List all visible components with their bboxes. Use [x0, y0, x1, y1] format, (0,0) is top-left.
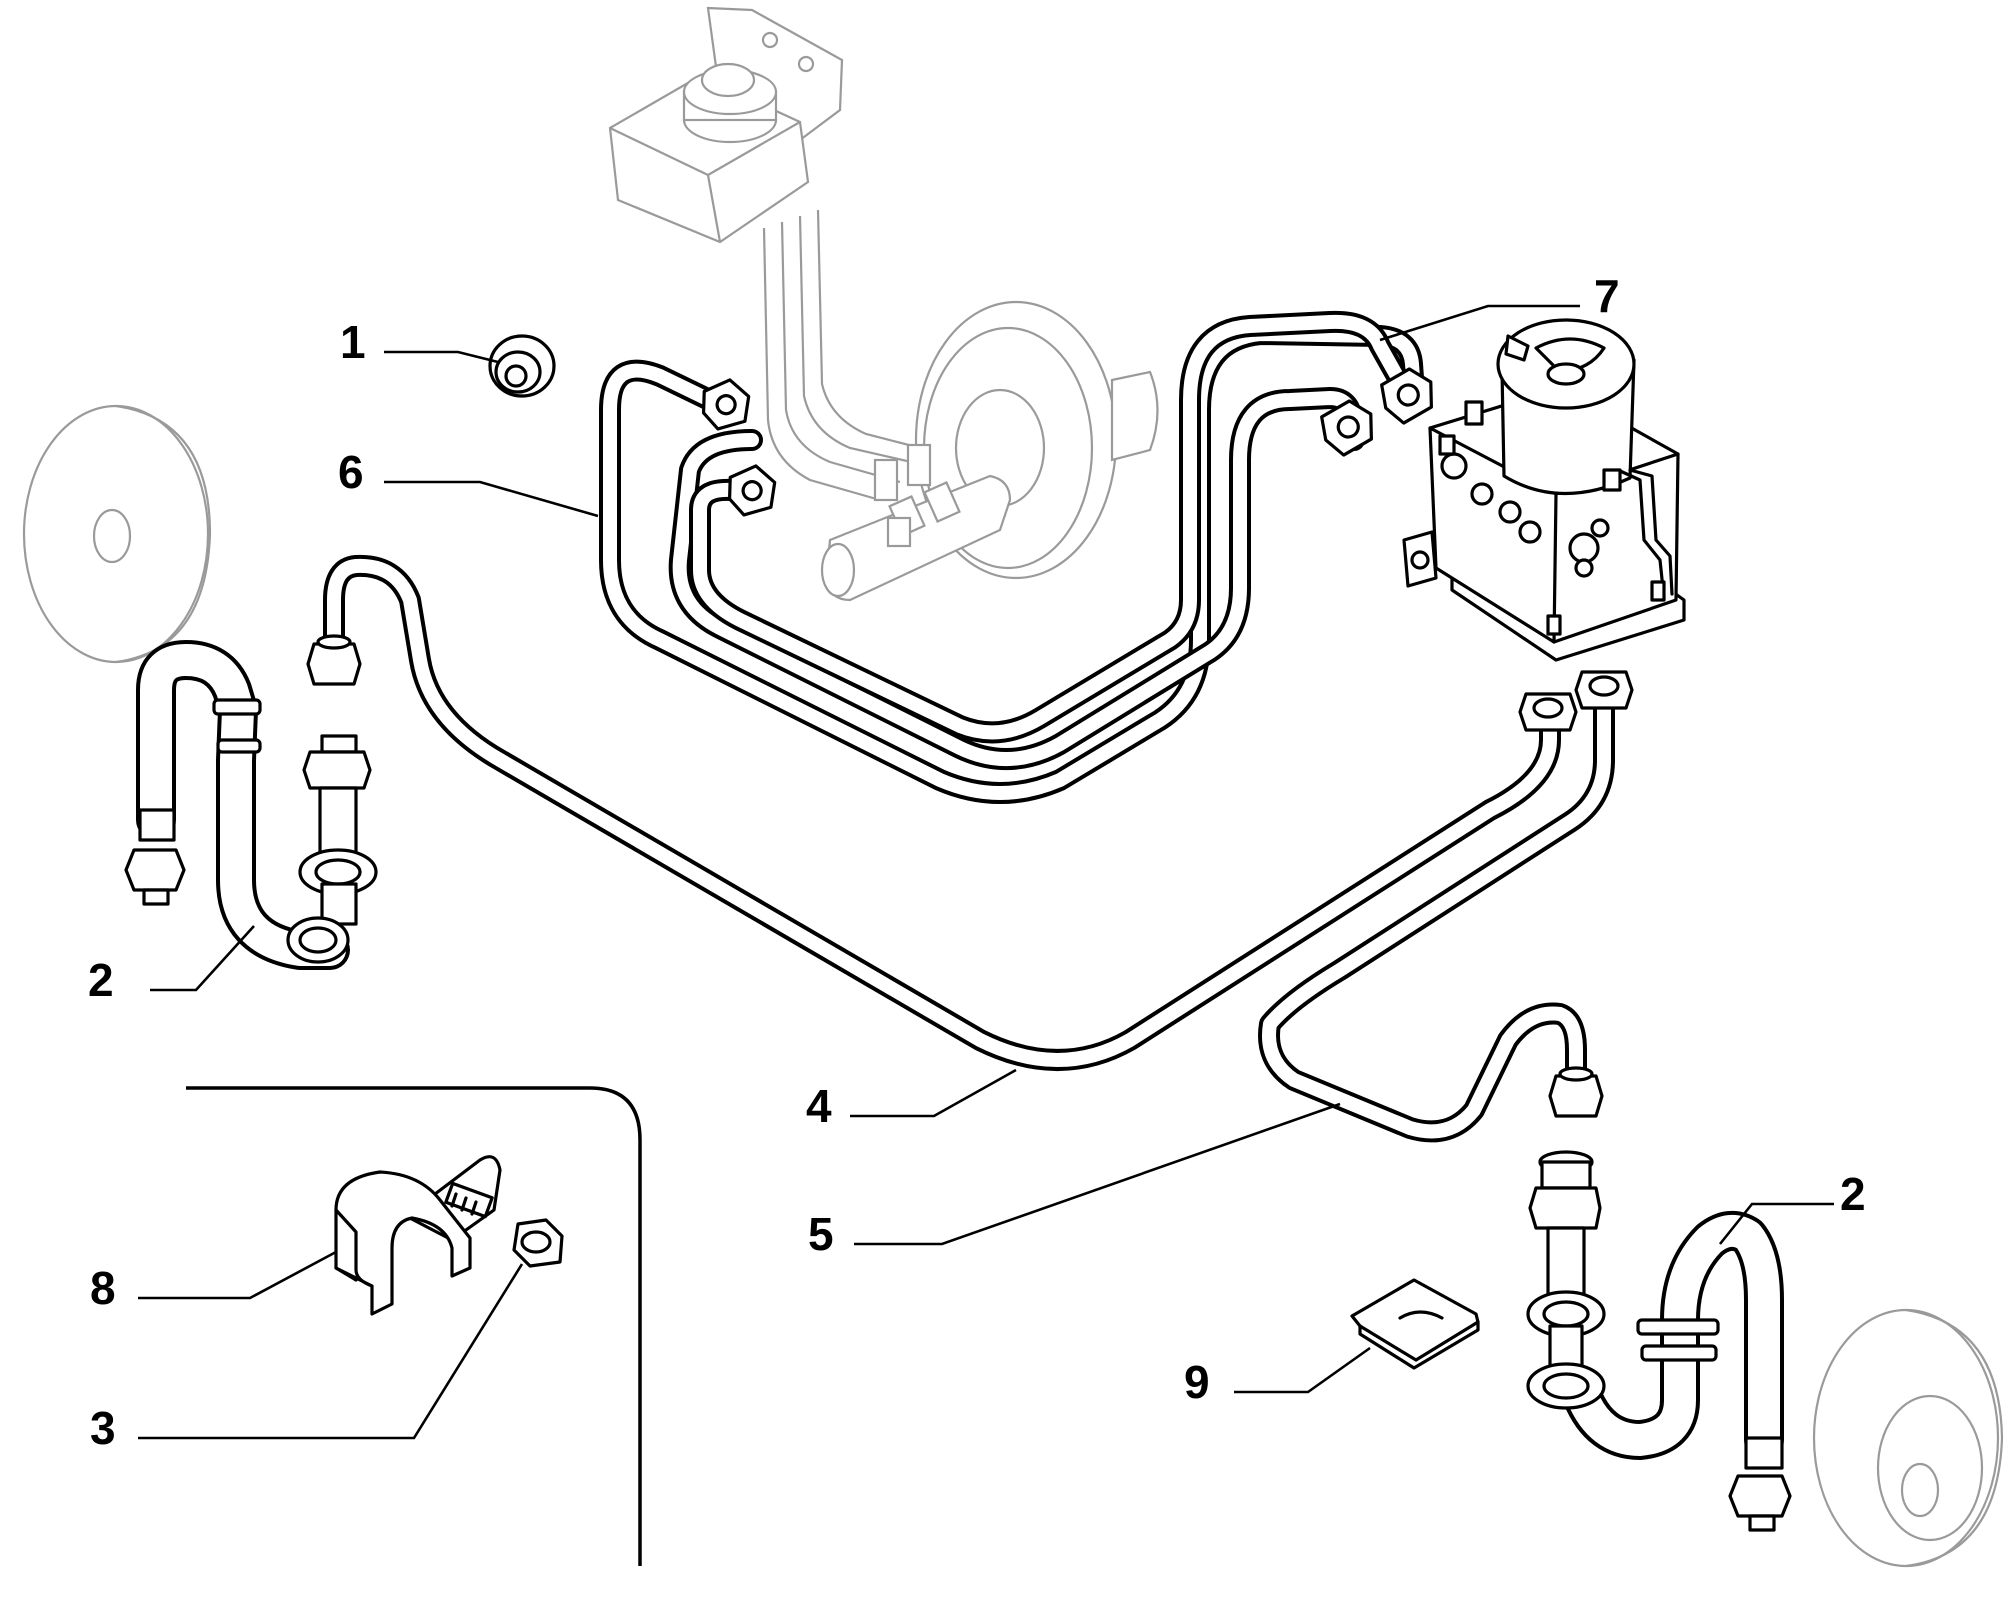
brake-pipe-4: [306, 554, 1578, 1071]
inset-frame: [186, 1086, 642, 1566]
callout-2-right: 2: [1840, 1168, 1866, 1220]
callout-6: 6: [338, 446, 364, 498]
pipe-fittings-6: [701, 367, 1433, 517]
callout-4: 4: [806, 1080, 832, 1132]
front-right-disc: [1812, 1308, 2004, 1568]
master-cylinder-assembly: [608, 6, 1159, 602]
callout-7: 7: [1594, 270, 1620, 322]
callout-5: 5: [808, 1208, 834, 1260]
abs-hydraulic-unit: [1402, 318, 1686, 662]
front-left-disc: [22, 404, 212, 664]
brake-pipes-6: [599, 310, 1425, 804]
part-3-hex-nut: [512, 1218, 564, 1268]
brake-hose-left: [124, 640, 378, 970]
callout-8: 8: [90, 1262, 116, 1314]
brake-hose-right: [1526, 1150, 1792, 1532]
callout-2-left: 2: [88, 954, 114, 1006]
leader-lines: [138, 304, 1834, 1440]
callout-9: 9: [1184, 1356, 1210, 1408]
callout-3: 3: [90, 1402, 116, 1454]
part-9-retaining-clip: [1350, 1278, 1480, 1370]
brake-pipe-5: [1258, 670, 1634, 1143]
callout-labels: 1 6 7 2 4 5 2 8 3 9: [88, 270, 1866, 1454]
part-1-grommet: [488, 334, 556, 398]
callout-1: 1: [340, 316, 366, 368]
part-8-pipe-clip: [334, 1155, 502, 1316]
